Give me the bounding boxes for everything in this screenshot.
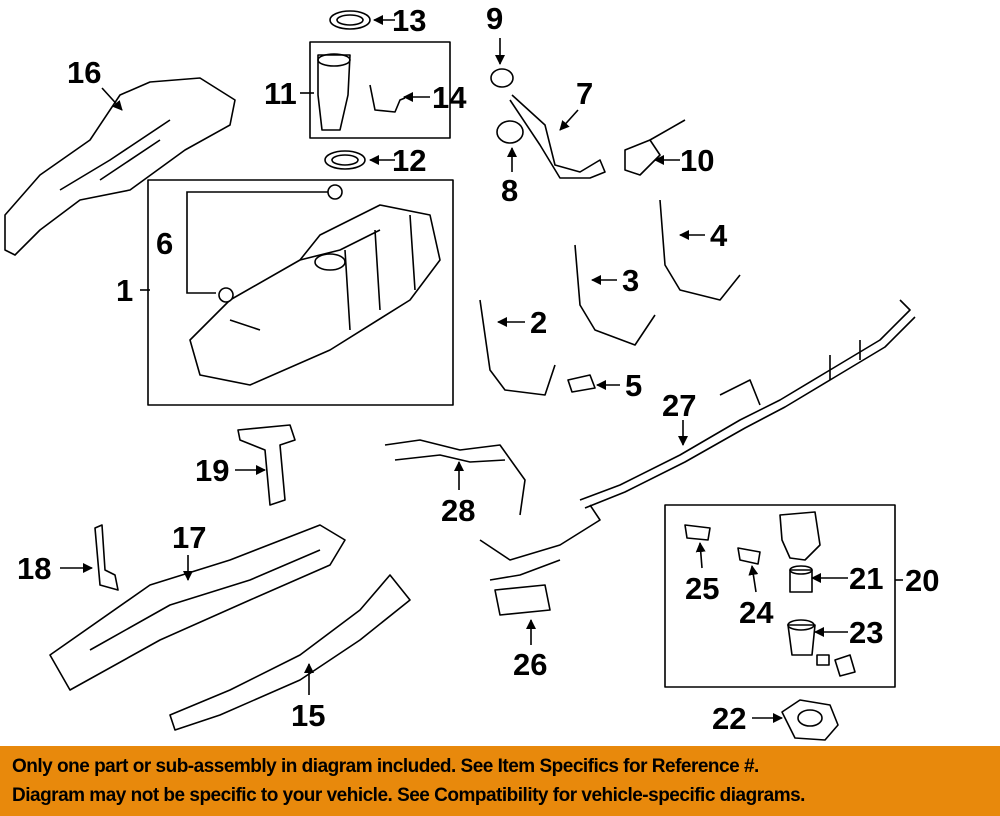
part-7-filler-pipe (509, 94, 606, 179)
group-box-11 (309, 41, 451, 139)
part-28-harness (384, 439, 601, 581)
part-27-fuel-lines (579, 299, 916, 509)
callout-25: 25 (685, 571, 719, 606)
callout-19: 19 (195, 453, 229, 488)
part-21-filter (789, 565, 813, 593)
callout-11: 11 (264, 76, 297, 111)
callout-15: 15 (291, 698, 325, 733)
part-21-filter-head (779, 511, 821, 561)
part-22-housing (781, 699, 839, 741)
part-24-bolt (737, 547, 761, 565)
part-15-shield (169, 574, 411, 731)
callout-1: 1 (116, 273, 133, 308)
callout-21: 21 (849, 561, 883, 596)
callout-9: 9 (486, 1, 503, 36)
callout-28: 28 (441, 493, 475, 528)
callout-23: 23 (849, 615, 883, 650)
callout-2: 2 (530, 305, 547, 340)
part-11-pump (317, 53, 351, 131)
callout-7: 7 (576, 76, 593, 111)
part-23-cup (787, 619, 816, 656)
part-8-ring (496, 120, 524, 144)
callout-17: 17 (172, 520, 206, 555)
part-18-bracket (94, 524, 119, 591)
callout-12: 12 (392, 143, 426, 178)
callout-8: 8 (501, 173, 518, 208)
part-26-valve (494, 584, 551, 616)
callout-16: 16 (67, 55, 101, 90)
group-box-20 (664, 504, 896, 688)
callout-3: 3 (622, 263, 639, 298)
part-3-strap (574, 244, 656, 346)
callout-22: 22 (712, 701, 746, 736)
part-23-hardware (816, 654, 856, 677)
callout-4: 4 (710, 218, 728, 253)
callout-6: 6 (156, 226, 173, 261)
part-4-strap (659, 199, 741, 301)
callout-24: 24 (739, 595, 774, 630)
part-14-sender (369, 84, 406, 113)
callout-13: 13 (392, 3, 426, 38)
part-9-cap (490, 68, 514, 88)
part-13-gasket (329, 10, 371, 30)
part-5-bolt (567, 374, 596, 393)
callout-20: 20 (905, 563, 939, 598)
callout-18: 18 (17, 551, 51, 586)
part-6-valve (218, 184, 343, 303)
part-2-strap (479, 299, 556, 396)
callout-5: 5 (625, 368, 642, 403)
callout-10: 10 (680, 143, 714, 178)
part-1-fuel-tank (189, 204, 441, 386)
part-16-shield (4, 77, 236, 256)
part-12-gasket (324, 150, 366, 170)
parts-diagram: 1 2 3 4 5 6 7 8 9 10 11 12 13 14 15 16 1… (4, 1, 939, 741)
part-19-bracket (237, 424, 296, 506)
callout-14: 14 (432, 80, 467, 115)
disclaimer-line-2: Diagram may not be specific to your vehi… (12, 785, 805, 806)
callout-27: 27 (662, 388, 696, 423)
leader-lines (60, 15, 903, 723)
part-10-shield (624, 119, 686, 176)
disclaimer-line-1: Only one part or sub-assembly in diagram… (12, 756, 759, 777)
part-25-bolt (684, 524, 711, 541)
disclaimer-banner: Only one part or sub-assembly in diagram… (0, 746, 1000, 816)
group-box-1 (147, 179, 454, 406)
callout-26: 26 (513, 647, 547, 682)
